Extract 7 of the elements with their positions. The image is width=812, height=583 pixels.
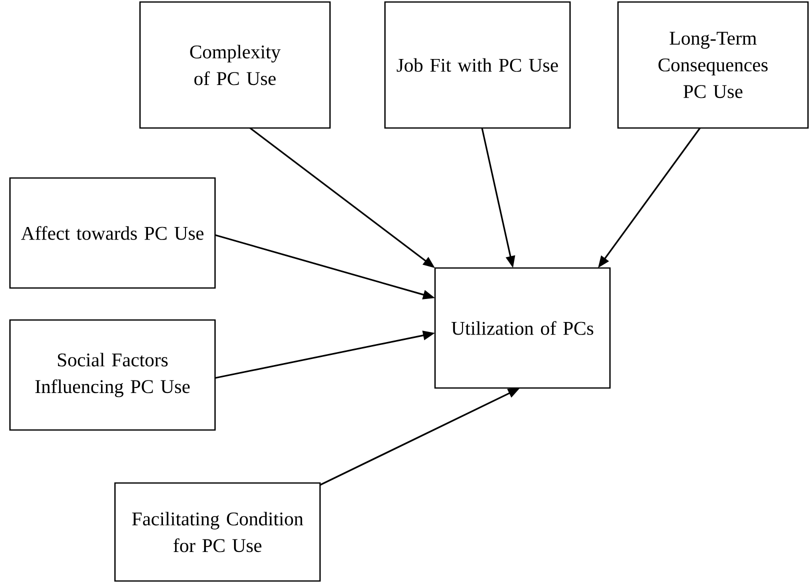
process-box: Facilitating Condition for PC Use — [114, 482, 321, 582]
process-box: Utilization of PCs — [434, 267, 611, 389]
process-box: Long-Term Consequences PC Use — [617, 1, 809, 129]
process-box: Complexity of PC Use — [139, 1, 331, 129]
process-box: Affect towards PC Use — [9, 177, 216, 289]
process-box: Social Factors Influencing PC Use — [9, 319, 216, 431]
process-box: Job Fit with PC Use — [384, 1, 571, 129]
